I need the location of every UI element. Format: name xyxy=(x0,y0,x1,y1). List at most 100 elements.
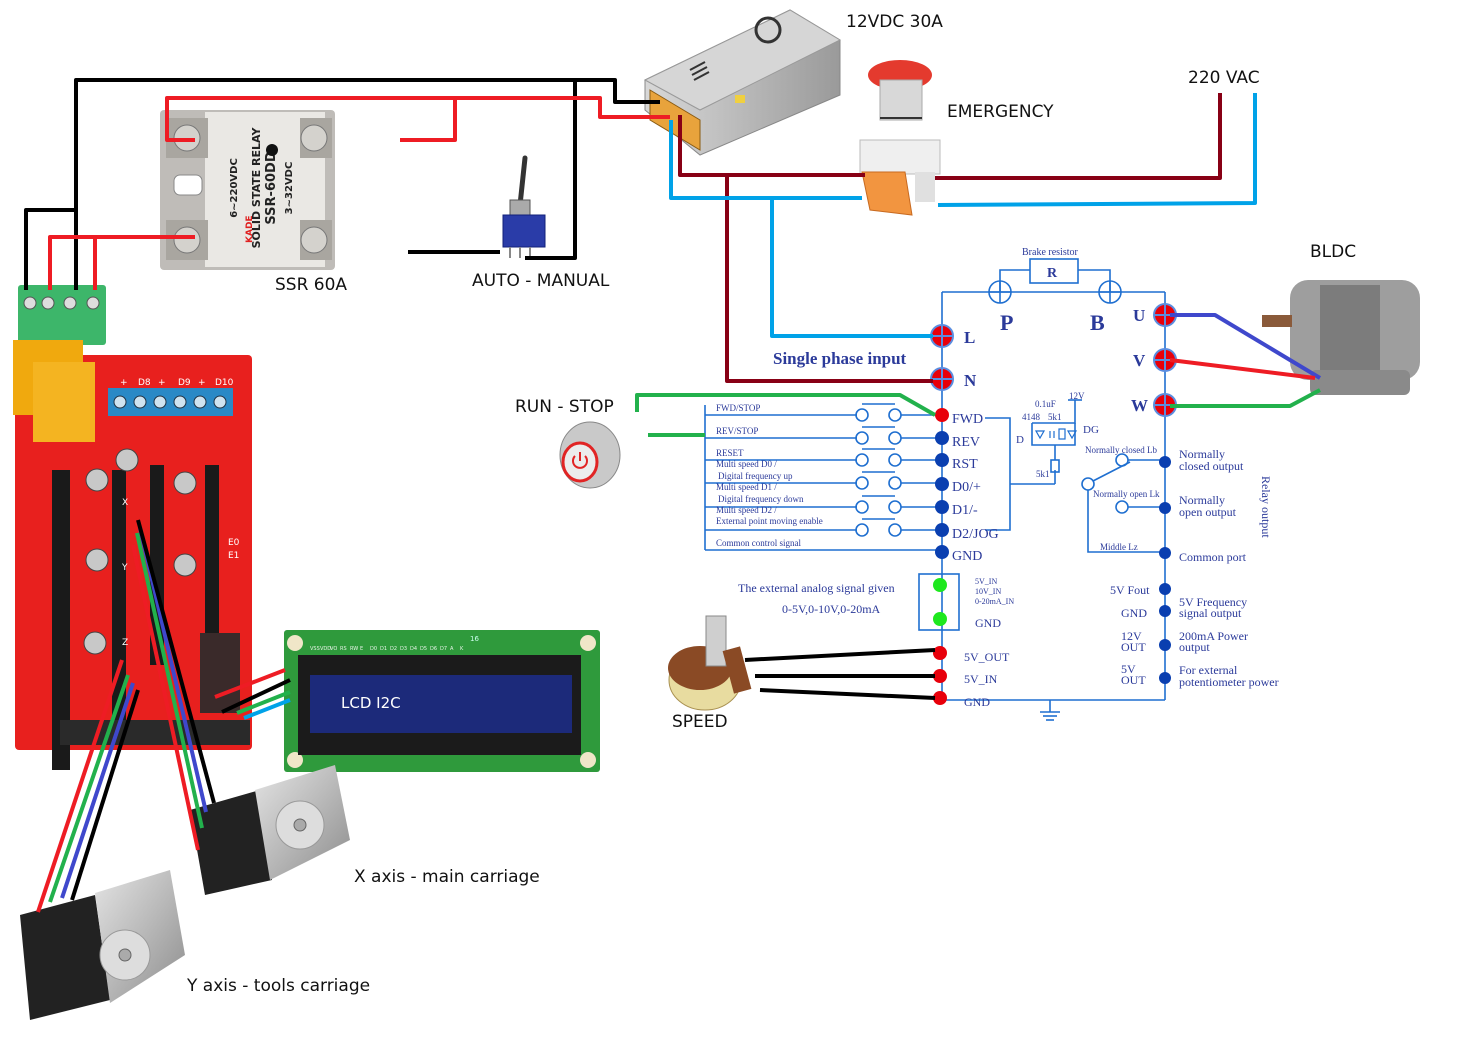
analog-in-terminal[interactable] xyxy=(933,578,947,592)
opto-diode-label: 4148 xyxy=(1022,412,1041,422)
auto-manual-toggle[interactable] xyxy=(502,155,546,258)
brake-resistor-label: Brake resistor xyxy=(1022,247,1078,258)
terminal-label: GND xyxy=(952,549,982,564)
p-terminal-label: P xyxy=(1000,310,1013,335)
input-desc: External point moving enable xyxy=(716,516,823,526)
relay-no-small: Normally open Lk xyxy=(1093,489,1160,499)
aux-right-label: For external xyxy=(1179,663,1238,677)
ssr-label: SSR 60A xyxy=(275,275,347,295)
terminal-5v-in[interactable] xyxy=(933,669,947,683)
terminal-gnd[interactable] xyxy=(933,691,947,705)
ssr-model: SSR-60DD xyxy=(264,151,279,224)
board-terminal-label: + xyxy=(158,378,166,388)
opto-d-label: D xyxy=(1016,434,1024,446)
wires xyxy=(24,78,1322,913)
aux-right-label: signal output xyxy=(1179,606,1242,620)
lcd-pin-label: D2 xyxy=(390,646,397,652)
b-terminal-label: B xyxy=(1090,310,1105,335)
resistor-label: R xyxy=(1047,266,1058,281)
wire-x-red xyxy=(131,544,200,851)
bldc-label: BLDC xyxy=(1310,242,1356,262)
terminal-dot-rst[interactable] xyxy=(935,453,949,467)
speed-label: SPEED xyxy=(672,712,728,732)
wire-darkred-psu xyxy=(678,115,865,177)
run-stop-button[interactable] xyxy=(559,421,621,489)
mains-label: 220 VAC xyxy=(1188,68,1260,88)
analog-in-label: 10V_IN xyxy=(975,587,1001,596)
stepper-x-label: X axis - main carriage xyxy=(354,867,540,887)
aux-left-label: GND xyxy=(1121,606,1147,620)
speed-potentiometer[interactable] xyxy=(668,615,752,711)
power-supply xyxy=(643,9,842,156)
relay-mid-small: Middle Lz xyxy=(1100,542,1138,552)
pot-terminals: 5V_OUT 5V_IN GND xyxy=(933,646,1010,709)
input-desc: Multi speed D0 / xyxy=(716,459,777,469)
input-desc: Digital frequency up xyxy=(718,471,793,481)
lcd-pin-count: 16 xyxy=(470,635,479,643)
lcd-pin-label: RS xyxy=(340,646,347,652)
relay-common-label: Common port xyxy=(1179,550,1247,564)
wire-green-fwd xyxy=(635,393,936,417)
motor-output-terminals: U V W xyxy=(1131,303,1177,417)
relay-no-label: Normally xyxy=(1179,493,1225,507)
analog-gnd-terminal[interactable] xyxy=(933,612,947,626)
terminal-dot-rev[interactable] xyxy=(935,431,949,445)
wire-black-psu xyxy=(74,78,660,290)
terminal-dot-d1[interactable] xyxy=(935,500,949,514)
opto-supply-label: 12V xyxy=(1069,391,1085,401)
terminal-5v-out[interactable] xyxy=(933,646,947,660)
analog-in-label: 0-20mA_IN xyxy=(975,597,1014,606)
relay-output: Normally closed Lb Normally open Lk Midd… xyxy=(1085,445,1273,564)
wire-red-psu xyxy=(165,96,670,142)
board-axis-label: Z xyxy=(122,638,128,648)
relay-output-title: Relay output xyxy=(1259,476,1273,538)
terminal-dot-d0[interactable] xyxy=(935,477,949,491)
relay-nc-label: Normally xyxy=(1179,447,1225,461)
board-terminal-label: D8 xyxy=(138,378,151,388)
lcd-pin-label: D0 xyxy=(370,646,377,652)
opto-circuit: 0.1uF 4148 5k1 12V D DG 5k1 xyxy=(1016,391,1099,479)
pot-term-label: 5V_IN xyxy=(964,672,998,686)
analog-in-label: 5V_IN xyxy=(975,577,997,586)
terminal-label: D1/- xyxy=(952,503,978,518)
lcd-pin-label: D7 xyxy=(440,646,447,652)
terminal-u-label: U xyxy=(1133,306,1145,325)
terminal-label: D0/+ xyxy=(952,480,981,495)
terminal-dot-fwd[interactable] xyxy=(935,408,949,422)
aux-right-label: output xyxy=(1179,640,1210,654)
wire-pot-1 xyxy=(744,648,936,662)
input-desc: Common control signal xyxy=(716,538,801,548)
terminal-l-label: L xyxy=(964,328,975,347)
lcd-label: LCD I2C xyxy=(341,694,401,712)
wire-y-red xyxy=(36,659,124,913)
pot-term-label: 5V_OUT xyxy=(964,650,1010,664)
emergency-stop-button[interactable] xyxy=(859,60,941,216)
terminal-l[interactable] xyxy=(930,324,954,348)
terminal-n[interactable] xyxy=(930,367,954,391)
terminal-label: RST xyxy=(952,457,978,472)
power-input-terminals: L N Single phase input xyxy=(773,324,977,391)
aux-left-label: OUT xyxy=(1121,673,1146,687)
terminal-n-label: N xyxy=(964,371,977,390)
wire-darkred-mains xyxy=(935,93,1222,180)
psu-label: 12VDC 30A xyxy=(846,12,943,32)
wire-lightblue-psu xyxy=(669,120,862,200)
lcd-pin-label: VSS xyxy=(310,646,320,652)
opto-dg-label: DG xyxy=(1083,424,1099,436)
toggle-label: AUTO - MANUAL xyxy=(472,271,610,291)
emergency-label: EMERGENCY xyxy=(947,102,1054,122)
board-terminal-label: + xyxy=(198,378,206,388)
aux-left-label: OUT xyxy=(1121,640,1146,654)
terminal-dot-d2[interactable] xyxy=(935,523,949,537)
lcd-pin-label: D3 xyxy=(400,646,407,652)
input-desc: Digital frequency down xyxy=(718,494,804,504)
lcd-pin-label: E xyxy=(360,646,363,652)
ssr-range-in: 3~32VDC xyxy=(284,162,295,215)
terminal-v-label: V xyxy=(1133,351,1146,370)
wire-motor-v xyxy=(1169,358,1316,380)
terminal-dot-gnd[interactable] xyxy=(935,545,949,559)
terminal-label: REV xyxy=(952,435,980,450)
lcd-pin-label: VDD xyxy=(320,646,331,652)
board-axis-label: X xyxy=(122,498,128,508)
